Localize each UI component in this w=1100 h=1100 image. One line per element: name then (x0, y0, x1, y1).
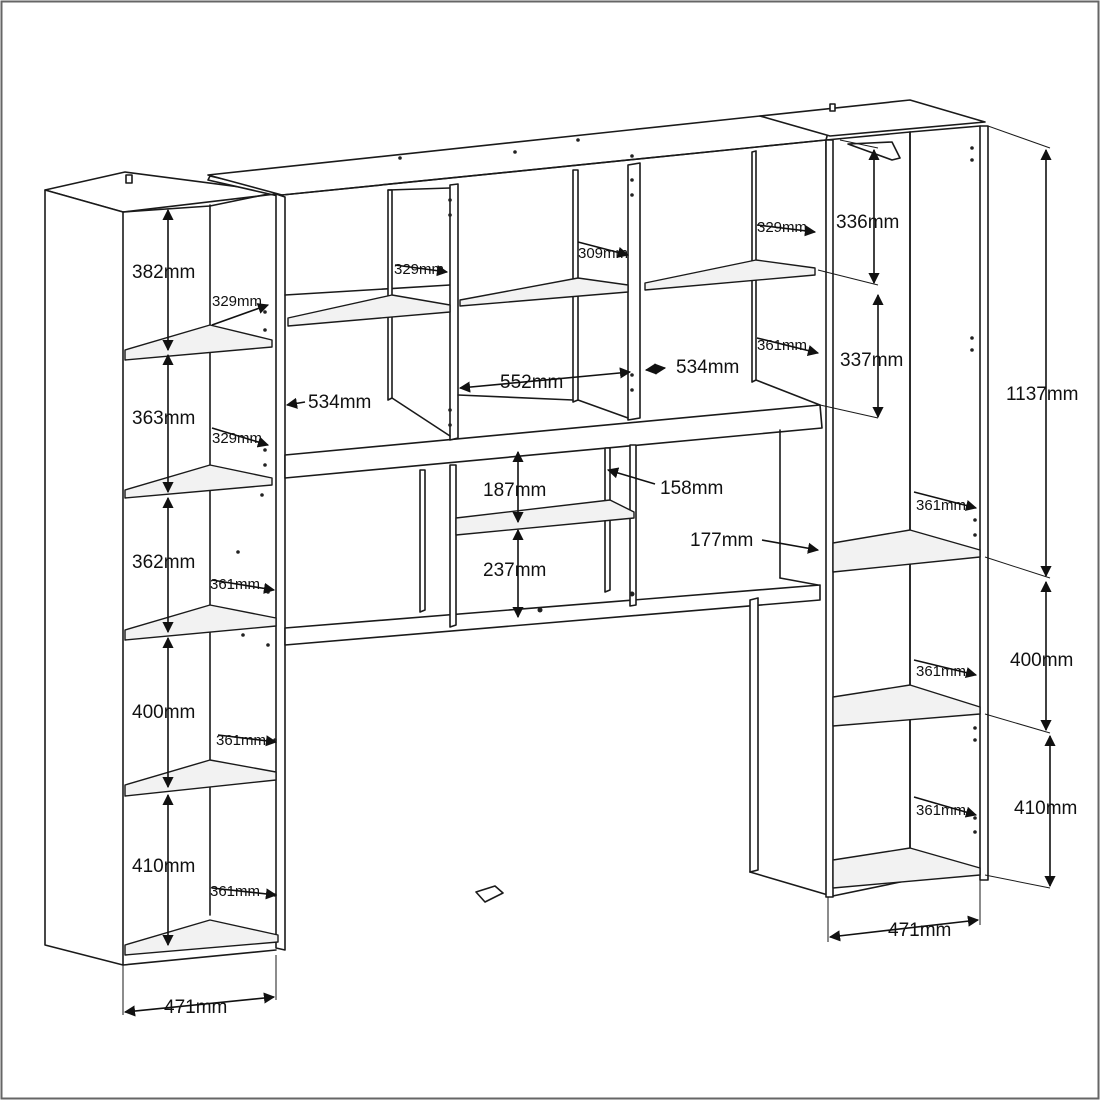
label-left-shelf-3: 362mm (132, 552, 195, 573)
label-right-depth-3: 361mm (916, 802, 966, 819)
niche-shelf (455, 499, 635, 536)
right-shelf-1 (832, 529, 981, 573)
dimension-lines (122, 125, 1056, 1017)
bridge-upper-shelf-left (287, 294, 451, 327)
label-left-shelf-2: 363mm (132, 408, 195, 429)
left-shelf-1 (124, 324, 273, 361)
label-left-depth-1: 329mm (212, 293, 262, 310)
niche-right-wall (629, 444, 637, 607)
right-column-front-edge (825, 131, 911, 898)
label-left-shelf-1: 382mm (132, 262, 195, 283)
bridge-upper-shelf-center (459, 277, 629, 307)
dimension-labels: 382mm 363mm 362mm 400mm 410mm 329mm 329m… (132, 212, 1079, 1018)
label-right-depth-1: 361mm (916, 497, 966, 514)
left-shelf-5 (124, 919, 279, 956)
label-bridge-center-width: 552mm (500, 372, 563, 393)
bridge-upper-shelf-right (644, 259, 816, 291)
right-column-outer-side (979, 125, 989, 881)
label-bridge-center-depth: 309mm (578, 245, 628, 262)
label-left-shelf-5: 410mm (132, 856, 195, 877)
left-shelf-4 (124, 759, 277, 797)
label-niche-upper-height: 187mm (483, 480, 546, 501)
right-leg-panel (749, 597, 759, 873)
label-right-width: 471mm (888, 920, 951, 941)
left-shelf-2 (124, 464, 273, 499)
label-left-shelf-4: 400mm (132, 702, 195, 723)
label-left-depth-2: 329mm (212, 430, 262, 447)
bridge-bottom-rail (284, 584, 821, 646)
label-right-niche-depth: 177mm (690, 530, 753, 551)
hardware-bag (475, 885, 504, 903)
label-right-total-height: 1137mm (1006, 384, 1079, 405)
label-right-depth-2: 361mm (916, 663, 966, 680)
label-left-depth-5: 361mm (210, 883, 260, 900)
label-left-depth-4: 361mm (216, 732, 266, 749)
label-niche-lower-height: 237mm (483, 560, 546, 581)
label-right-bottom-height: 410mm (1014, 798, 1077, 819)
right-top-surface (759, 99, 986, 137)
left-shelf-3 (124, 604, 277, 641)
label-niche-depth: 158mm (660, 478, 723, 499)
right-shelf-2 (832, 684, 981, 727)
label-bridge-left-width: 534mm (308, 392, 371, 413)
label-bridge-lower-height: 337mm (840, 350, 903, 371)
bridge-divider-1 (449, 183, 459, 441)
niche-left-wall (449, 464, 457, 628)
label-bridge-right-width: 534mm (676, 357, 739, 378)
bridge-unit (207, 99, 986, 896)
label-bridge-upper-height: 336mm (836, 212, 899, 233)
label-bridge-left-depth: 329mm (394, 261, 444, 278)
label-right-mid-height: 400mm (1010, 650, 1073, 671)
label-left-width: 471mm (164, 997, 227, 1018)
label-left-depth-3: 361mm (210, 576, 260, 593)
right-column-unit (475, 125, 989, 903)
left-column-unit (44, 171, 286, 966)
left-column-inner-side (275, 193, 286, 951)
bridge-middle-rail (284, 404, 823, 479)
right-shelf-3 (832, 847, 981, 889)
label-bridge-right-upper-depth: 329mm (757, 219, 807, 236)
label-bridge-right-lower-depth: 361mm (757, 337, 807, 354)
bridge-divider-2 (627, 162, 641, 421)
bridge-top-surface (207, 115, 831, 196)
left-column-outer-side (44, 189, 124, 966)
